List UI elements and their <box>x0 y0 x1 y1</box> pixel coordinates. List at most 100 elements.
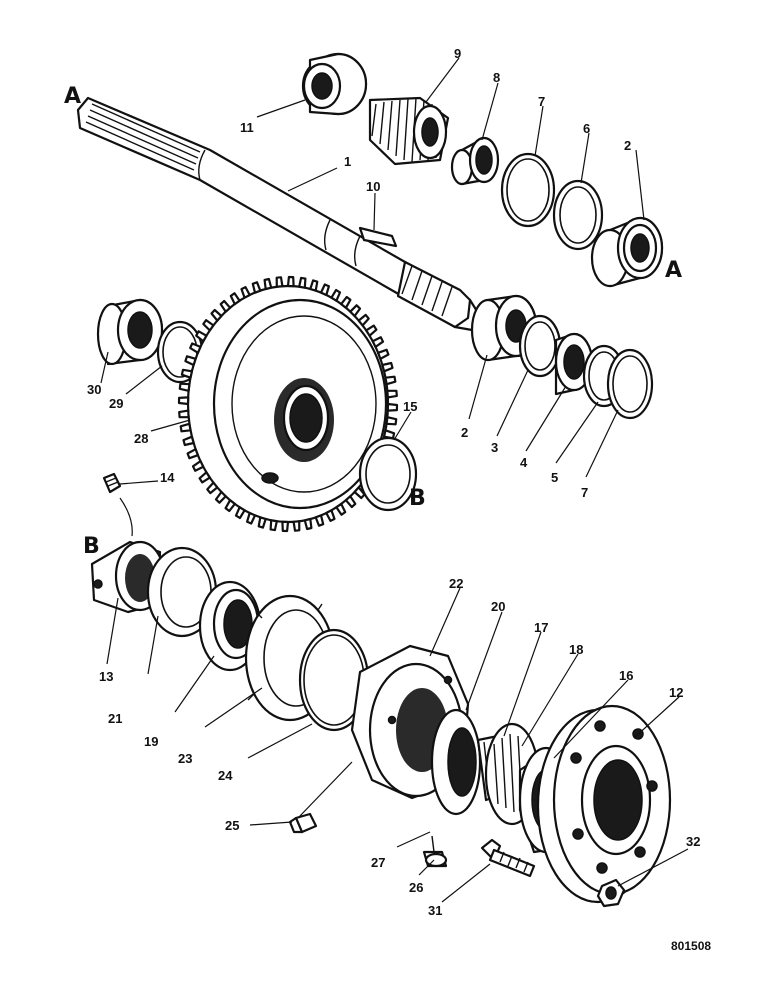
callout-label: 8 <box>493 70 500 85</box>
gear-tooth <box>202 319 215 332</box>
gear-tooth <box>330 288 342 302</box>
callout-label: 30 <box>87 382 101 397</box>
gear-tooth <box>240 286 251 299</box>
gear-tooth <box>377 348 390 360</box>
gear-tooth <box>246 511 257 525</box>
bearing-part-2-upper <box>590 216 664 288</box>
callout-label: 2 <box>624 138 631 153</box>
callout-label: 24 <box>218 768 233 783</box>
shim-part-15 <box>358 436 418 512</box>
callout-label: 10 <box>366 179 380 194</box>
callout-label: 2 <box>461 425 468 440</box>
shaft-part-1 <box>76 96 482 332</box>
gear-tooth <box>269 519 278 532</box>
callout-label: 4 <box>520 455 528 470</box>
callout-label: 14 <box>160 470 175 485</box>
callout-label: 27 <box>371 855 385 870</box>
gear-tooth <box>257 516 267 529</box>
callout-label: 5 <box>551 470 558 485</box>
callout-label: 7 <box>538 94 545 109</box>
gear-tooth <box>381 361 394 373</box>
gear-tooth <box>314 514 325 527</box>
circlip-part-7-lower <box>606 348 654 420</box>
gear-tooth <box>189 342 202 354</box>
gear-tooth <box>371 336 385 348</box>
gear-tooth <box>349 304 362 318</box>
gear-tooth <box>214 490 227 504</box>
callout-label: 25 <box>225 818 239 833</box>
washer-part-21 <box>146 546 218 638</box>
ring-part-3 <box>518 314 562 378</box>
gear-tooth <box>286 275 295 288</box>
gear-tooth <box>184 355 197 367</box>
gear-tooth <box>198 471 211 484</box>
gear-tooth <box>186 448 199 460</box>
stud-part-31 <box>480 838 536 878</box>
gear-tooth <box>298 276 307 289</box>
oil-seal-part-20 <box>430 708 482 816</box>
callout-label: 15 <box>403 399 417 414</box>
callout-label: 6 <box>583 121 590 136</box>
gear-tooth <box>224 499 236 513</box>
gear-tooth <box>340 295 352 309</box>
gear-tooth <box>251 281 262 294</box>
bearing-part-2-lower <box>470 294 538 362</box>
section-letter-b-lower: B <box>83 534 100 559</box>
callout-label: 16 <box>619 668 633 683</box>
grub-screw-part-14 <box>102 472 122 494</box>
gear-tooth <box>177 396 190 406</box>
callout-label: 11 <box>240 120 254 135</box>
gear-tooth <box>303 517 313 531</box>
gear-tooth <box>344 495 357 509</box>
gear-tooth <box>335 502 347 516</box>
callout-label: 13 <box>99 669 113 684</box>
gear-tooth <box>263 277 273 291</box>
gear-tooth <box>275 276 284 288</box>
gear-tooth <box>210 308 223 322</box>
circlip-part-7-upper <box>500 152 556 228</box>
callout-label: 28 <box>134 431 148 446</box>
callout-label: 18 <box>569 642 583 657</box>
callout-label: 29 <box>109 396 123 411</box>
gear-tooth <box>281 520 290 533</box>
section-letter-a-lower: A <box>665 258 682 283</box>
gear-tooth <box>385 416 398 426</box>
gear-tooth <box>386 389 398 399</box>
gear-tooth <box>234 506 246 520</box>
circlip-part-29 <box>156 320 204 384</box>
gear-tooth <box>182 435 195 447</box>
gear-tooth <box>386 402 399 412</box>
gear-tooth <box>229 292 241 306</box>
gear-tooth <box>180 368 193 379</box>
gear-tooth <box>365 324 378 337</box>
callout-label: 22 <box>449 576 463 591</box>
gear-tooth <box>178 382 191 392</box>
gear-tooth <box>292 520 301 532</box>
gear-tooth <box>357 313 370 327</box>
large-gear-part-28 <box>177 275 399 533</box>
callout-label: 3 <box>491 440 498 455</box>
grease-nipple-part-25 <box>288 812 318 834</box>
nut-part-32 <box>596 878 626 908</box>
section-letters: A A B B <box>64 84 682 559</box>
callout-label: 9 <box>454 46 461 61</box>
gear-tooth <box>206 481 219 495</box>
gear-tooth <box>219 299 232 313</box>
gear-tooth <box>178 409 190 419</box>
bearing-part-11 <box>301 52 368 116</box>
leader-lines <box>100 57 689 903</box>
gear-tooth <box>191 460 205 472</box>
callout-label: 1 <box>344 154 351 169</box>
callout-label: 31 <box>428 903 442 918</box>
callout-label: 21 <box>108 711 122 726</box>
gear-tooth <box>309 279 319 292</box>
gear-tooth <box>319 283 330 297</box>
callout-label: 17 <box>534 620 548 635</box>
gear-tooth <box>325 509 336 522</box>
callout-label: 20 <box>491 599 505 614</box>
callout-label: 26 <box>409 880 423 895</box>
callout-label: 19 <box>144 734 158 749</box>
shim-part-6 <box>552 179 604 251</box>
